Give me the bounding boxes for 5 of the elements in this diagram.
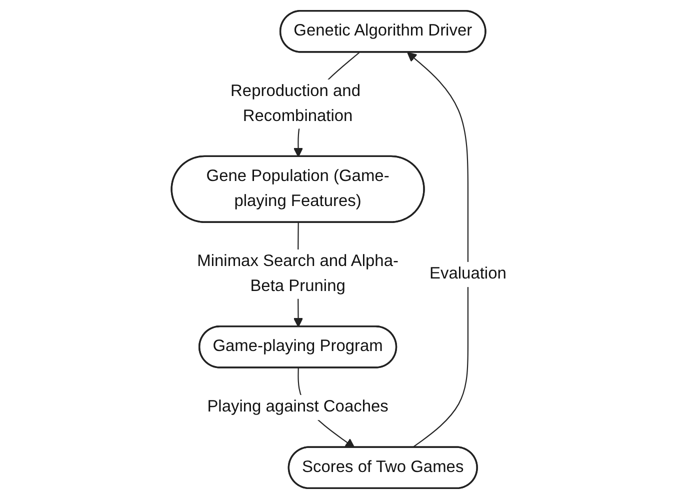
- arrow: [407, 52, 468, 448]
- edge-label: Reproduction and Recombination: [230, 82, 360, 125]
- edge-label: Playing against Coaches: [207, 397, 388, 416]
- edge-label: Minimax Search and Alpha-Beta Pruning: [197, 252, 398, 296]
- edge-label: Evaluation: [430, 264, 506, 283]
